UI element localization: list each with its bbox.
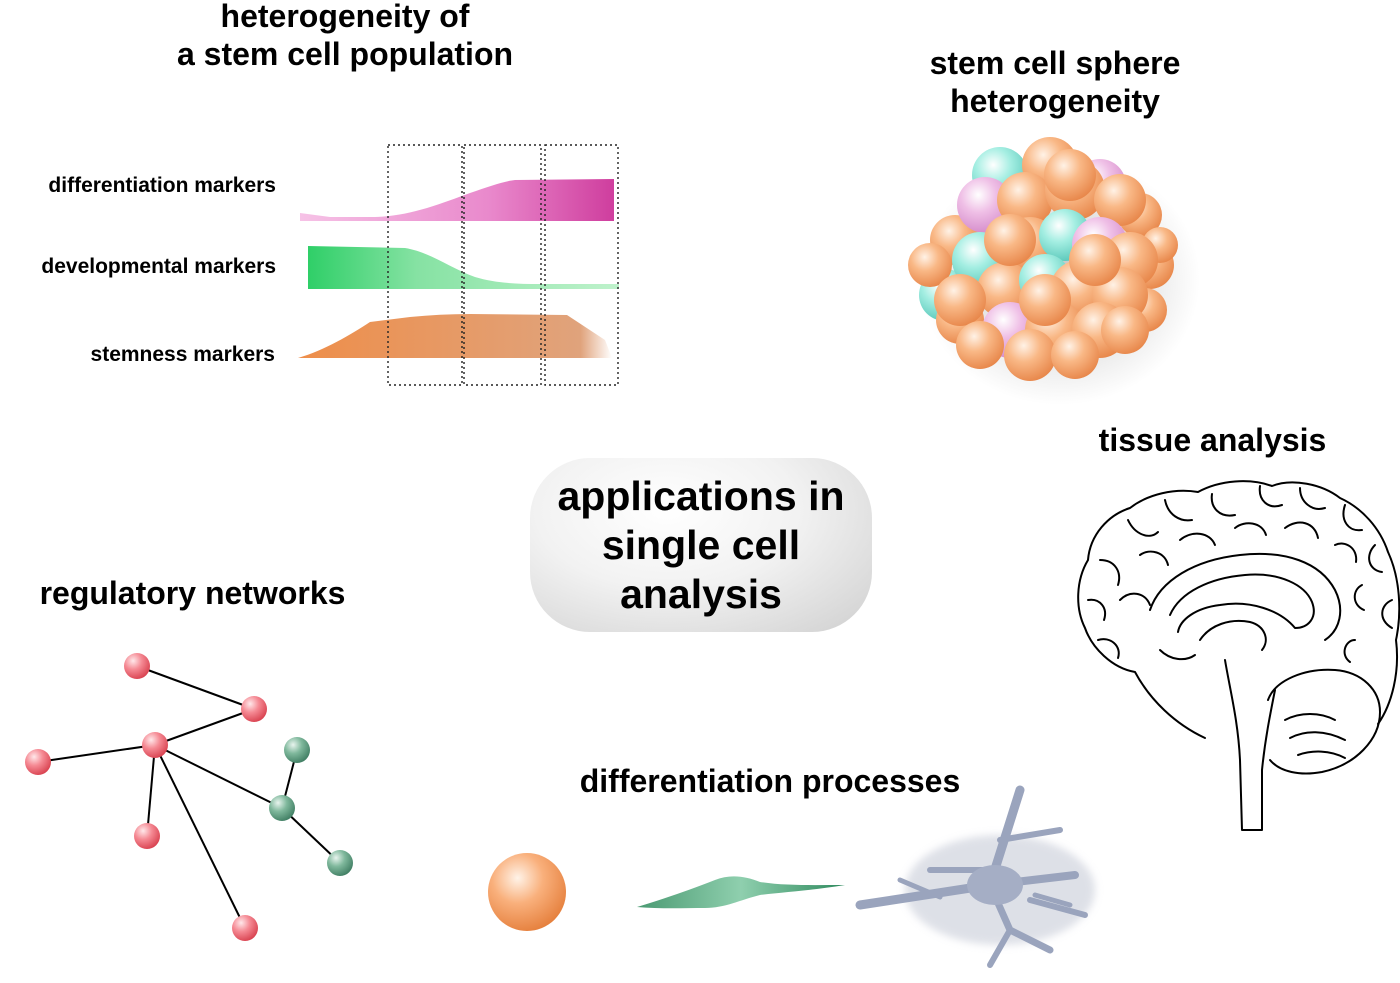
sphere-title: stem cell sphere heterogeneity [885, 44, 1225, 120]
network-edge [37, 744, 156, 763]
stem-cell [956, 321, 1004, 369]
sphere-title-line2: heterogeneity [950, 83, 1160, 119]
networks-title: regulatory networks [39, 575, 346, 611]
stem-cell [1044, 149, 1096, 201]
network-node-red [241, 696, 267, 722]
heterogeneity-title-line1: heterogeneity of [220, 0, 470, 34]
developmental-markers-label: developmental markers [41, 255, 276, 278]
network-edges [37, 665, 341, 929]
stem-cell [1004, 329, 1056, 381]
stem-cell [934, 274, 986, 326]
network-node-red [142, 732, 168, 758]
stem-cell [1019, 274, 1071, 326]
heterogeneity-title-line2: a stem cell population [176, 36, 514, 72]
network-edge [136, 665, 255, 710]
sphere-title-line1: stem cell sphere [929, 45, 1181, 81]
network-node-red [25, 749, 51, 775]
gate-box-2 [463, 144, 542, 386]
developmental-marker-profile [308, 246, 619, 289]
network-node-green [284, 737, 310, 763]
tissue-title: tissue analysis [1098, 422, 1327, 458]
differentiation-markers-label: differentiation markers [48, 174, 276, 197]
stem-cell [1101, 306, 1149, 354]
progenitor-cell-icon [637, 876, 845, 909]
network-edge [146, 744, 156, 837]
stem-cell [1094, 174, 1146, 226]
stem-cell [997, 172, 1053, 228]
network-node-red [134, 823, 160, 849]
network-edge [154, 708, 255, 746]
network-node-green [327, 850, 353, 876]
stem-cell [1069, 234, 1121, 286]
network-nodes [25, 653, 353, 941]
sphere-cells [908, 137, 1178, 381]
differentiation-marker-profile [300, 179, 614, 221]
stemness-marker-profile [298, 314, 612, 358]
network-edge [281, 807, 341, 864]
center-title: applications in single cell analysis [557, 472, 845, 617]
network-node-red [232, 915, 258, 941]
gate-box-1 [387, 144, 463, 386]
network-edge [154, 744, 246, 929]
stem-cell [984, 214, 1036, 266]
stem-cell [1051, 331, 1099, 379]
stemness-markers-label: stemness markers [90, 343, 275, 366]
gate-box-3 [544, 144, 619, 386]
neuron-cell-icon [855, 785, 1095, 968]
network-node-green [269, 795, 295, 821]
stem-cell-icon [488, 853, 566, 931]
differentiation-title: differentiation processes [579, 763, 961, 799]
heterogeneity-title: heterogeneity of a stem cell population [140, 0, 550, 73]
network-edge [154, 744, 283, 809]
center-box: applications in single cell analysis [530, 458, 872, 632]
stem-cell [908, 243, 952, 287]
network-node-red [124, 653, 150, 679]
